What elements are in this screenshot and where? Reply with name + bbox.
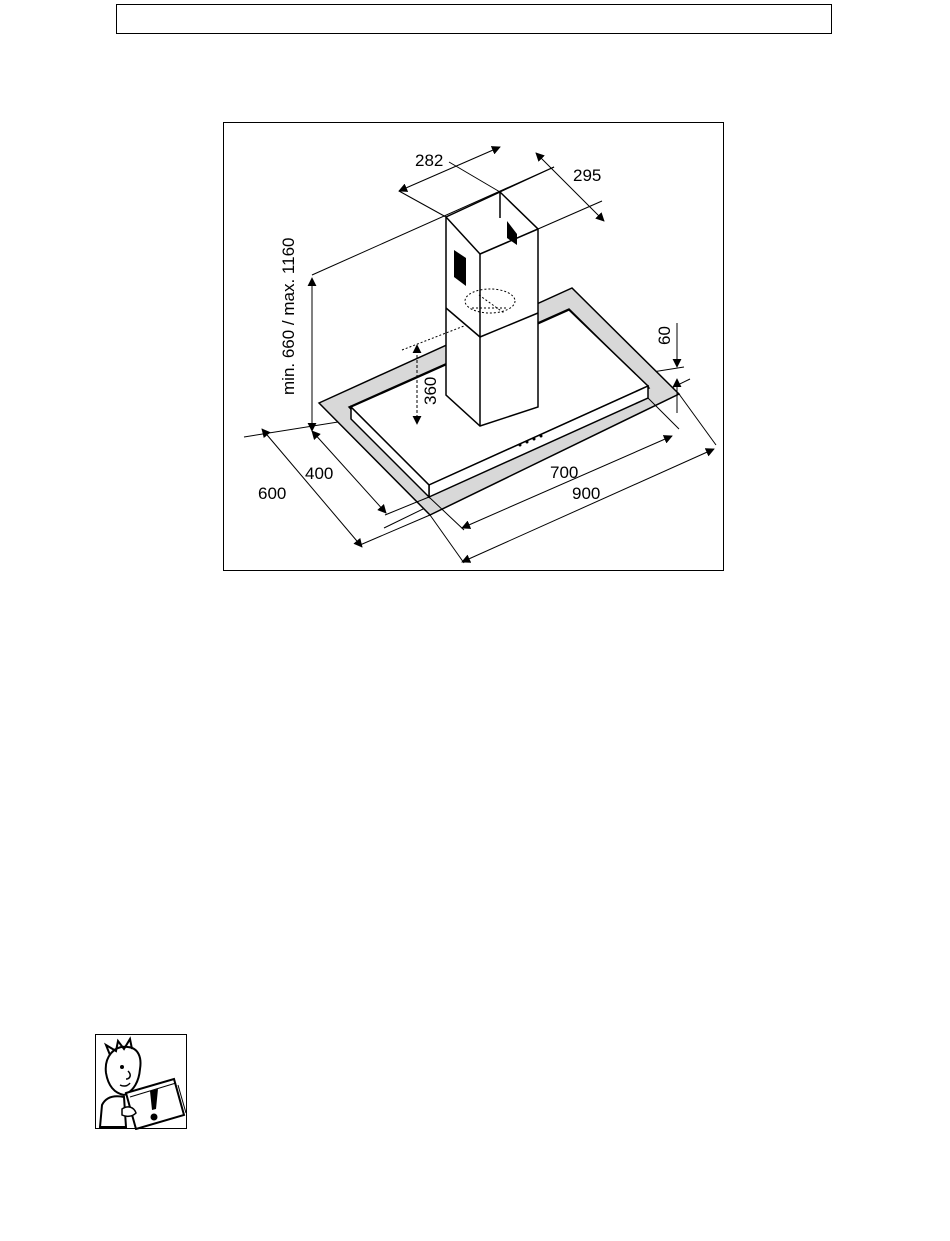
reading-person-exclamation-icon	[95, 1034, 187, 1129]
dim-label-60: 60	[655, 326, 674, 345]
dim-label-height: min. 660 / max. 1160	[279, 238, 298, 396]
dim-700-ext-b	[648, 398, 679, 429]
dim-900-ext-b	[679, 394, 716, 445]
dim-label-900: 900	[572, 484, 600, 503]
hood-drawing: 282 295 min. 660 / max. 1160 360 60 600 …	[224, 123, 725, 572]
dim-282-ext-b	[449, 162, 500, 192]
dim-295-arrow	[536, 153, 604, 221]
dim-900-ext-a	[430, 515, 464, 563]
header-box	[116, 4, 832, 34]
dim-label-600: 600	[258, 484, 286, 503]
dim-label-282: 282	[415, 151, 443, 170]
hood-dimension-diagram: 282 295 min. 660 / max. 1160 360 60 600 …	[223, 122, 724, 571]
dim-label-295: 295	[573, 166, 601, 185]
dim-600-ext	[360, 515, 430, 545]
chimney	[446, 192, 538, 426]
dim-295-ext-b	[538, 201, 602, 229]
dim-label-360: 360	[421, 377, 440, 405]
dim-label-700: 700	[550, 463, 578, 482]
dim-282-ext-a	[399, 191, 446, 217]
dim-label-400: 400	[305, 464, 333, 483]
